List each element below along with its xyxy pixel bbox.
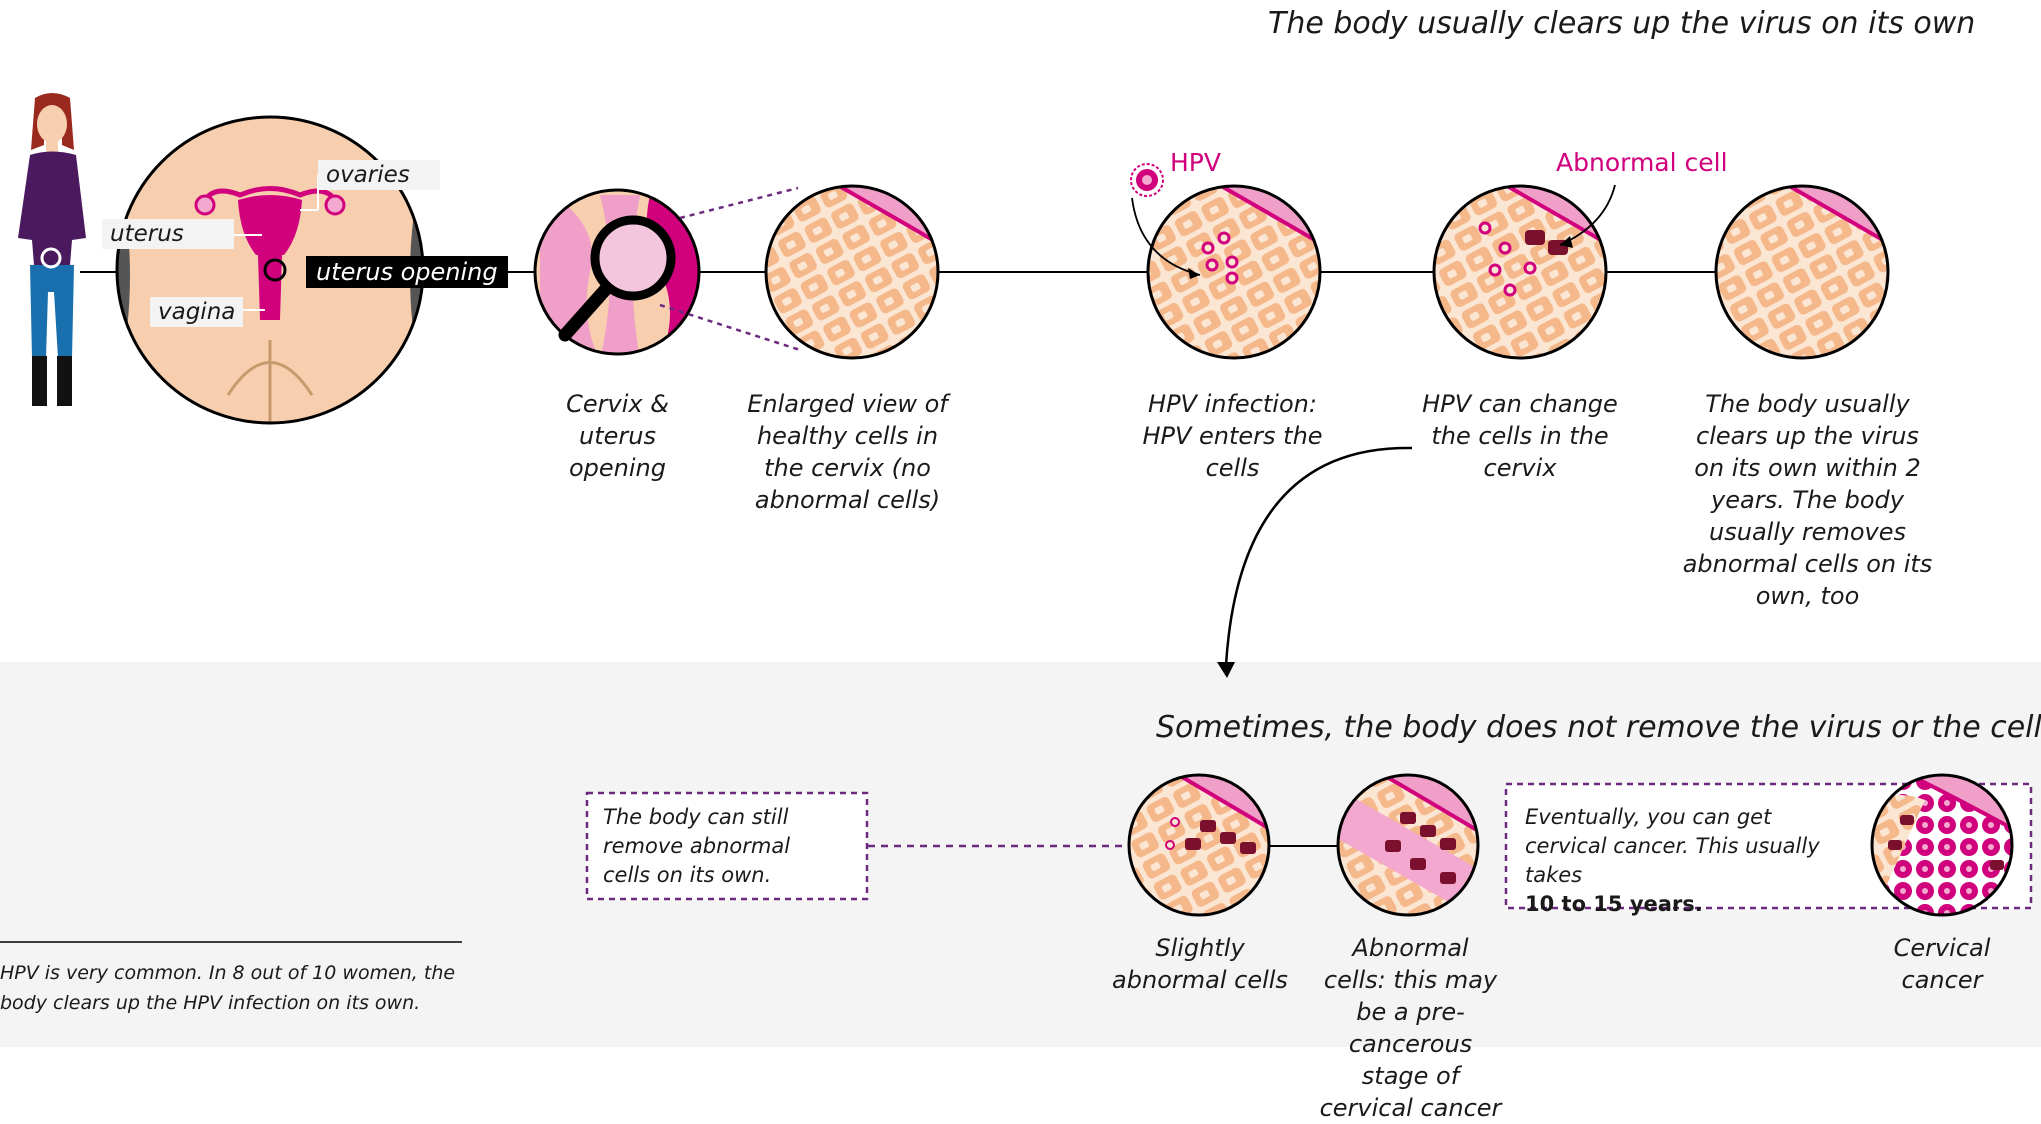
uterus-label: uterus [102,219,234,249]
cell-circle-icon [766,175,950,358]
vagina-label: vagina [150,297,243,327]
hpv-label: HPV [1170,148,1221,178]
ovaries-label: ovaries [318,160,440,190]
footnote: HPV is very common. In 8 out of 10 women… [0,958,470,1018]
eventually-note-main: Eventually, you can get cervical cancer.… [1525,805,1820,887]
woman-figure-icon [18,93,86,406]
caption-cervix: Cervix & uterus opening [535,388,700,484]
eventually-note-text: Eventually, you can get cervical cancer.… [1525,803,1855,919]
caption-infection: HPV infection: HPV enters the cells [1140,388,1325,484]
caption-enlarged: Enlarged view of healthy cells in the ce… [740,388,955,516]
caption-change: HPV can change the cells in the cervix [1420,388,1620,484]
bottom-heading: Sometimes, the body does not remove the … [1156,710,2041,746]
remove-note-text: The body can still remove abnormal cells… [603,803,808,890]
top-heading: The body usually clears up the virus on … [1268,6,1975,42]
caption-cervical-cancer: Cervical cancer [1882,932,2002,996]
uterus-opening-label: uterus opening [306,256,508,288]
magnifier-icon [535,188,800,360]
cell-circle-icon [1716,175,1900,358]
eventually-note-years: 10 to 15 years. [1525,892,1703,916]
caption-clears: The body usually clears up the virus on … [1680,388,1935,612]
cell-circle-icon [1338,770,1485,920]
abnormal-cell-label: Abnormal cell [1556,148,1728,178]
caption-slightly-abnormal: Slightly abnormal cells [1100,932,1300,996]
caption-abnormal-precancerous: Abnormal cells: this may be a pre-cancer… [1318,932,1503,1124]
cell-circle-icon [1129,770,1280,915]
cell-circle-icon [1434,175,1618,358]
